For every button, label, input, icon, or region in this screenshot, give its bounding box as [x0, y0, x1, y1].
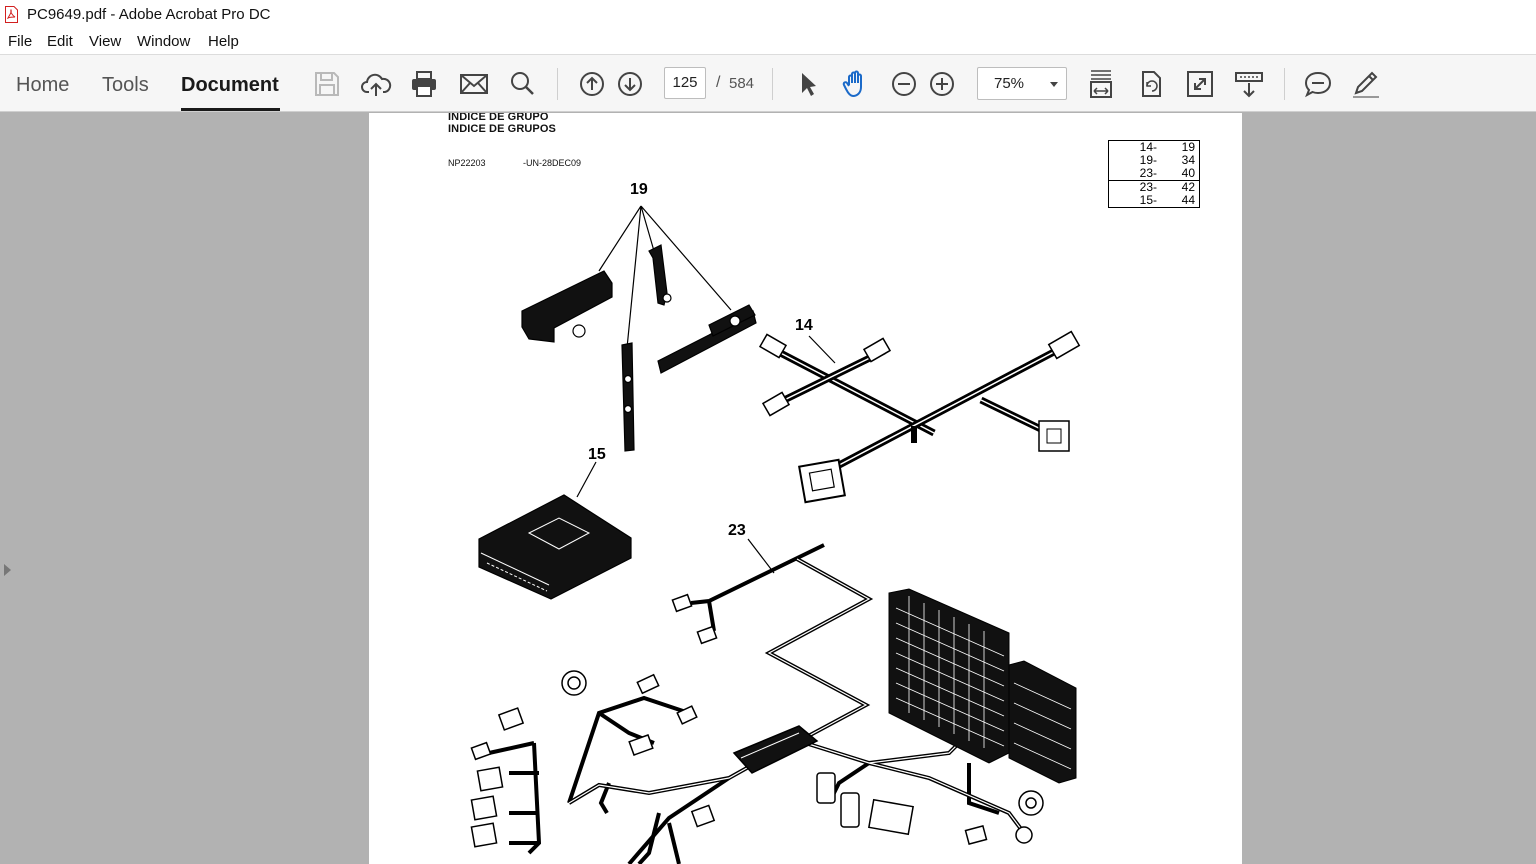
tab-tools[interactable]: Tools — [102, 74, 149, 96]
page-total: 584 — [729, 75, 755, 92]
active-tab-indicator — [181, 108, 280, 111]
table-cell: 44 — [1181, 193, 1195, 207]
table-cell: 19- — [1139, 153, 1157, 167]
table-cell: 23- — [1139, 166, 1157, 180]
previous-page-icon[interactable] — [576, 68, 608, 100]
fit-page-icon[interactable] — [1085, 68, 1117, 100]
menu-window[interactable]: Window — [137, 33, 191, 50]
menu-help[interactable]: Help — [208, 33, 239, 50]
zoom-value: 75% — [994, 75, 1025, 92]
page-heading-2: INDICE DE GRUPOS — [448, 123, 556, 135]
zoom-dropdown[interactable]: 75% — [977, 67, 1067, 100]
parts-diagram — [470, 205, 1081, 864]
table-cell: 14- — [1139, 140, 1157, 154]
window-title: PC9649.pdf - Adobe Acrobat Pro DC — [27, 6, 271, 23]
comment-icon[interactable] — [1302, 68, 1334, 100]
read-mode-icon[interactable] — [1233, 68, 1265, 100]
hand-tool-icon[interactable] — [840, 68, 872, 100]
reference-code: NP22203 — [448, 158, 486, 168]
page-separator: / — [716, 74, 721, 91]
callout-23: 23 — [728, 522, 746, 539]
zoom-in-icon[interactable] — [926, 68, 958, 100]
menu-view[interactable]: View — [89, 33, 122, 50]
table-cell: 23- — [1108, 180, 1159, 194]
tab-home[interactable]: Home — [16, 74, 70, 96]
chevron-down-icon — [1050, 82, 1058, 87]
save-icon[interactable] — [311, 68, 343, 100]
menu-file[interactable]: File — [8, 33, 33, 50]
page-number-input[interactable]: 125 — [664, 67, 706, 99]
callout-14: 14 — [795, 317, 813, 334]
table-cell: 40 — [1181, 166, 1195, 180]
callout-15: 15 — [588, 446, 606, 463]
date-code: -UN-28DEC09 — [523, 158, 582, 168]
zoom-out-icon[interactable] — [888, 68, 920, 100]
menu-edit[interactable]: Edit — [47, 33, 73, 50]
reference-table: 14- 19 19- 34 23- 40 23-42 15- 44 — [1108, 140, 1200, 208]
toolbar-separator — [772, 68, 773, 100]
callout-19: 19 — [630, 181, 648, 198]
tab-document[interactable]: Document — [181, 74, 279, 96]
fuse-relay-block — [888, 588, 1077, 784]
bracket-parts — [521, 244, 757, 452]
table-row: 23-42 — [1108, 180, 1200, 194]
email-icon[interactable] — [458, 68, 490, 100]
table-row: 14- 19 — [1109, 141, 1200, 155]
full-screen-icon[interactable] — [1184, 68, 1216, 100]
side-panel-toggle[interactable] — [4, 564, 11, 576]
search-icon[interactable] — [506, 68, 538, 100]
ecu-15 — [478, 461, 632, 600]
table-cell: 15- — [1139, 193, 1157, 207]
page-heading-1: INDICE DE GRUPO — [448, 113, 549, 123]
title-bar: PC9649.pdf - Adobe Acrobat Pro DC — [0, 0, 1536, 30]
pdf-file-icon — [5, 6, 18, 23]
table-cell: 42 — [1159, 180, 1200, 194]
leader-lines-19 — [598, 205, 732, 349]
sign-pen-icon[interactable] — [1350, 68, 1382, 100]
pdf-page: INDICE DE GRUPO INDICE DE GRUPOS NP22203… — [369, 113, 1242, 864]
toolbar-separator — [1284, 68, 1285, 100]
menu-bar: File Edit View Window Help — [0, 30, 1536, 54]
print-icon[interactable] — [408, 68, 440, 100]
table-row: 15- 44 — [1109, 194, 1200, 208]
rotate-icon[interactable] — [1135, 68, 1167, 100]
next-page-icon[interactable] — [614, 68, 646, 100]
select-cursor-icon[interactable] — [792, 68, 824, 100]
cloud-upload-icon[interactable] — [360, 68, 392, 100]
toolbar-separator — [557, 68, 558, 100]
harness-23-connectors — [470, 593, 1044, 848]
table-cell: 19 — [1181, 140, 1195, 154]
table-row: 19- 34 — [1109, 154, 1200, 167]
main-toolbar: Home Tools Document 125 / 584 — [0, 54, 1536, 112]
table-row: 23- 40 — [1109, 167, 1200, 181]
harness-14 — [758, 330, 1081, 504]
table-cell: 34 — [1181, 153, 1195, 167]
